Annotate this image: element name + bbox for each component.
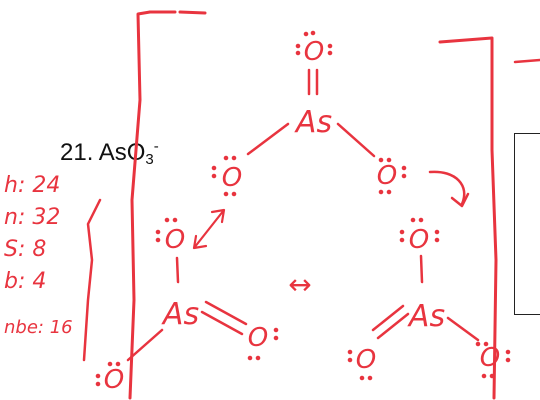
lone-pair-dot [231,155,237,161]
lone-pair-dot [505,357,511,363]
single-bond [446,316,480,342]
double-bond [307,68,319,96]
lone-pair-dot [273,327,279,333]
lone-pair-dot [475,341,481,347]
double-bond [200,300,248,336]
lone-pair-dot [155,237,161,243]
lone-pair-dot [107,361,113,367]
tally-b: b: 4 [4,269,47,294]
charge-dash [513,58,540,64]
electron-tally: h: 24 n: 32 S: 8 b: 4 nbe: 16 [4,170,73,344]
lone-pair-dot [401,165,407,171]
lone-pair-dot [399,229,405,235]
lone-pair-dot [399,237,405,243]
left-bracket [128,10,152,400]
lone-pair-dot [434,237,440,243]
curved-arrow [428,170,466,206]
lone-pair-dot [359,375,365,381]
lone-pair-dot [115,361,121,367]
lone-pair-dot [489,373,495,379]
lone-pair-dot [303,31,309,37]
lone-pair-dot [410,217,416,223]
lone-pair-dot [378,189,384,195]
lone-pair-dot [434,229,440,235]
lone-pair-dot [155,229,161,235]
formula-subscript: 3 [145,151,154,168]
single-bond [336,122,376,158]
structure-top: O As O O [211,30,407,197]
tally-brace [82,198,102,362]
left-bottom-oxygen: O [104,365,124,395]
tally-nbe: nbe: 16 [4,317,73,338]
lone-pair-dot [481,373,487,379]
left-right-oxygen: O [248,323,268,353]
double-headed-arrow [192,208,226,250]
lone-pair-dot [95,381,101,387]
lone-pair-dot [386,157,392,163]
right-right-oxygen: O [480,343,500,373]
left-top-oxygen: O [165,225,185,255]
single-bond [175,256,180,284]
single-bond [126,328,164,362]
lone-pair-dot [223,155,229,161]
lone-pair-dot [247,355,253,361]
formula-charge: - [153,138,159,155]
lone-pair-dot [347,357,353,363]
lone-pair-dot [327,43,333,49]
right-top-oxygen: O [409,225,429,255]
left-arsenic: As [161,297,199,332]
lone-pair-dot [273,335,279,341]
problem-number: 21. [60,139,94,166]
lone-pair-dot [172,217,178,223]
lone-pair-dot [255,355,261,361]
left-oxygen: O [222,163,242,193]
tally-h: h: 24 [4,173,61,198]
lone-pair-dot [164,217,170,223]
lone-pair-dot [347,349,353,355]
lone-pair-dot [95,373,101,379]
top-oxygen: O [304,37,324,67]
right-left-oxygen: O [356,345,376,375]
single-bond [419,254,424,284]
resonance-arrow: ↔ [288,268,311,301]
lone-pair-dot [223,191,229,197]
tally-s: S: 8 [4,237,47,262]
lone-pair-dot [483,341,489,347]
top-arsenic: As [294,105,332,140]
lone-pair-dot [231,191,237,197]
curved-arrow-head [450,192,470,208]
right-bracket [438,36,498,400]
single-bond [246,122,290,156]
lone-pair-dot [327,50,333,56]
lone-pair-dot [386,189,392,195]
tally-n: n: 32 [4,205,61,230]
lone-pair-dot [401,173,407,179]
lone-pair-dot [211,165,217,171]
right-arsenic: As [407,299,445,334]
lone-pair-dot [418,217,424,223]
double-bond [371,304,410,340]
lone-pair-dot [505,349,511,355]
left-bracket-top [148,10,207,15]
right-oxygen: O [377,161,397,191]
lone-pair-dot [211,173,217,179]
side-answer-box [514,133,540,315]
lone-pair-dot [378,157,384,163]
structure-right: O As O O [347,217,511,381]
lone-pair-dot [295,50,301,56]
lone-pair-dot [367,375,373,381]
lone-pair-dot [310,30,316,36]
lone-pair-dot [295,43,301,49]
structure-left: O As O O [95,208,279,395]
